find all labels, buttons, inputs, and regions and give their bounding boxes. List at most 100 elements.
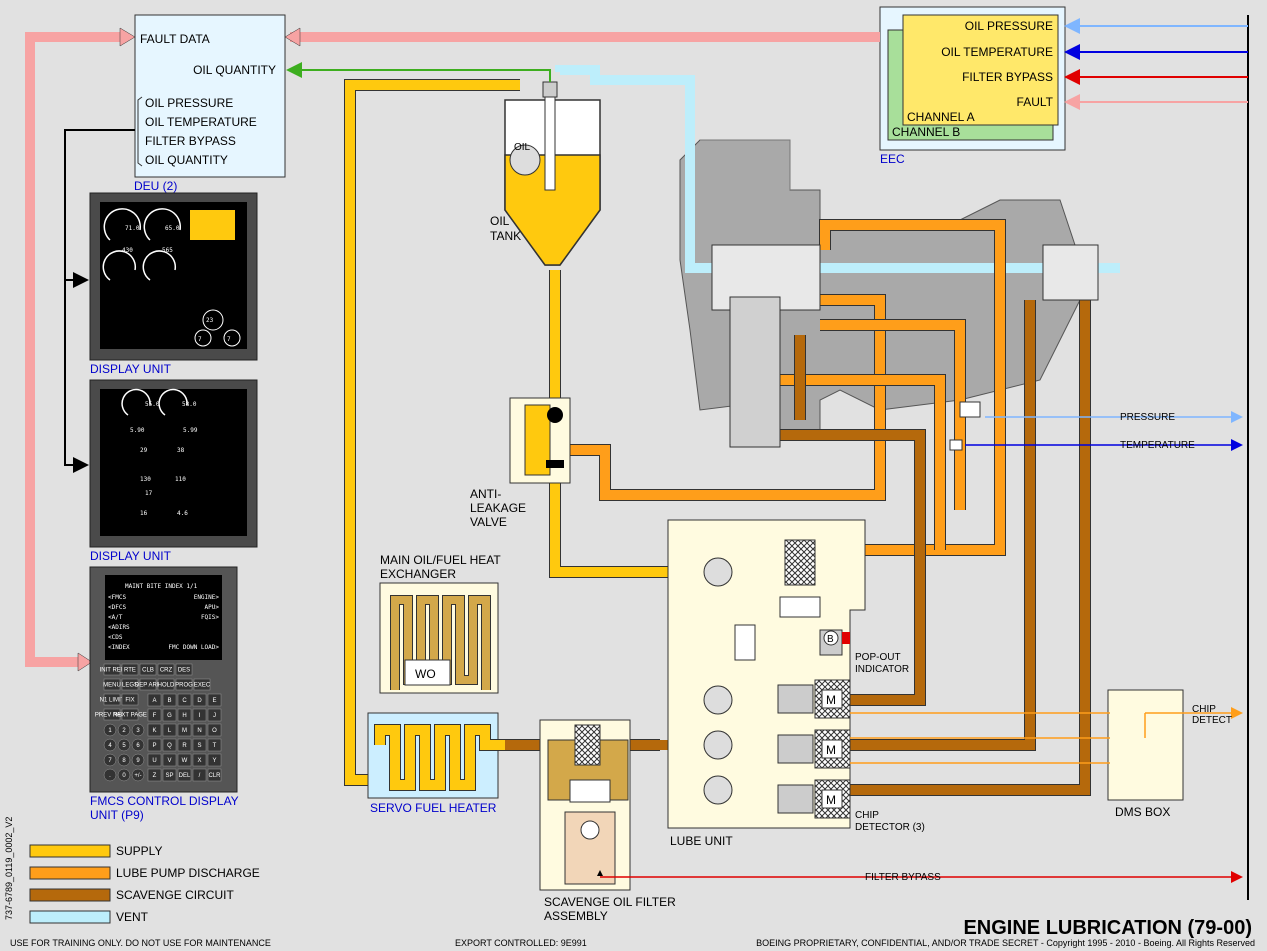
cdu-number-key-label: 0 (122, 773, 126, 779)
cdu-letter-key[interactable] (177, 723, 192, 737)
fmcs-label-2: UNIT (P9) (90, 808, 144, 822)
cdu-letter-key[interactable] (162, 723, 177, 737)
cdu-letter-key[interactable] (207, 768, 222, 782)
cdu-letter-key[interactable] (192, 753, 207, 767)
footer-center: EXPORT CONTROLLED: 9E991 (455, 938, 587, 948)
cdu-function-key[interactable] (103, 693, 121, 706)
du1-readout-2: 65.0 (165, 225, 180, 232)
scavenge-lines (505, 300, 1091, 796)
cdu-function-key-label: EXEC (194, 683, 211, 689)
legend-label-scavenge: SCAVENGE CIRCUIT (116, 888, 234, 902)
cdu-letter-key[interactable] (162, 768, 177, 782)
fmcs-label-1: FMCS CONTROL DISPLAY (90, 794, 239, 808)
cdu-number-key[interactable] (131, 753, 145, 767)
cdu-right-item[interactable]: FQIS> (201, 614, 219, 621)
du2-readout-9: 17 (145, 490, 153, 497)
cdu-right-item[interactable]: ENGINE> (194, 594, 220, 601)
cdu-number-key[interactable] (131, 723, 145, 737)
cdu-number-key-label: 9 (136, 758, 140, 764)
display-unit-upper (89, 192, 258, 361)
cdu-letter-key[interactable] (162, 753, 177, 767)
cdu-number-key[interactable] (131, 738, 145, 752)
cdu-number-key[interactable] (103, 768, 117, 782)
cdu-letter-key[interactable] (162, 738, 177, 752)
cdu-number-key[interactable] (103, 738, 117, 752)
cdu-letter-key-label: SP (165, 773, 173, 779)
cdu-letter-key-label: Q (167, 743, 172, 749)
cdu-left-item[interactable]: <INDEX (108, 644, 130, 651)
cdu-function-key[interactable] (157, 678, 175, 691)
cdu-letter-key[interactable] (207, 708, 222, 722)
oil-tank-label-2: TANK (490, 229, 521, 243)
cdu-left-item[interactable]: <DFCS (108, 604, 126, 611)
cdu-number-key[interactable] (117, 753, 131, 767)
cdu-letter-key[interactable] (177, 708, 192, 722)
cdu-letter-key[interactable] (177, 768, 192, 782)
cdu-letter-key[interactable] (177, 738, 192, 752)
eec-title: EEC (880, 152, 905, 166)
cdu-letter-key[interactable] (162, 708, 177, 722)
cdu-left-item[interactable]: <ADIRS (108, 624, 130, 631)
cdu-letter-key[interactable] (192, 708, 207, 722)
cdu-number-key[interactable] (131, 768, 145, 782)
cdu-function-key[interactable] (121, 708, 139, 721)
motor-label-2: M (826, 743, 836, 757)
cdu-right-item[interactable]: FMC DOWN LOAD> (168, 644, 219, 651)
cdu-letter-key[interactable] (207, 693, 222, 707)
cdu-function-key[interactable] (139, 678, 157, 691)
servo-fuel-heater (367, 712, 505, 799)
cdu-function-key[interactable] (103, 708, 121, 721)
cdu-letter-key[interactable] (147, 723, 162, 737)
cdu-letter-key[interactable] (177, 693, 192, 707)
cdu-letter-key[interactable] (192, 693, 207, 707)
cdu-letter-key[interactable] (192, 723, 207, 737)
cdu-left-item[interactable]: <A/T (108, 614, 123, 621)
cdu-letter-key[interactable] (192, 768, 207, 782)
cdu-number-key[interactable] (117, 723, 131, 737)
cdu-function-key[interactable] (121, 678, 139, 691)
eec-channel-b: CHANNEL B (892, 125, 960, 139)
legend: SUPPLY LUBE PUMP DISCHARGE SCAVENGE CIRC… (29, 844, 260, 924)
cdu-letter-key-label: U (152, 758, 156, 764)
chip-detector-motors: M M M (777, 679, 851, 819)
cdu-letter-key[interactable] (147, 738, 162, 752)
cdu-left-item[interactable]: <FMCS (108, 594, 126, 601)
cdu-letter-key-label: W (182, 758, 188, 764)
dms-box-label: DMS BOX (1115, 805, 1170, 819)
cdu-letter-key[interactable] (207, 753, 222, 767)
cdu-letter-key[interactable] (147, 708, 162, 722)
cdu-letter-key[interactable] (207, 738, 222, 752)
cdu-letter-key[interactable] (147, 753, 162, 767)
cdu-function-key-label: N1 LIMIT (100, 698, 125, 704)
cdu-letter-key[interactable] (192, 738, 207, 752)
cdu-function-key[interactable] (103, 678, 121, 691)
cdu-number-key[interactable] (103, 753, 117, 767)
anti-leakage-valve (509, 397, 571, 484)
cdu-letter-key[interactable] (147, 768, 162, 782)
oil-tank-label-1: OIL (490, 214, 510, 228)
deu-box (134, 14, 286, 178)
cdu-number-key[interactable] (117, 768, 131, 782)
cdu-letter-key[interactable] (147, 693, 162, 707)
cdu-left-item[interactable]: <CDS (108, 634, 123, 641)
cdu-right-item[interactable]: APU> (205, 604, 220, 611)
cdu-letter-key[interactable] (177, 753, 192, 767)
heat-exchanger: WO (379, 582, 499, 694)
cdu-letter-key[interactable] (162, 693, 177, 707)
cdu-function-key[interactable] (157, 663, 175, 676)
cdu-function-key[interactable] (139, 663, 157, 676)
cdu-function-key[interactable] (193, 678, 211, 691)
cdu-letter-key[interactable] (207, 723, 222, 737)
cdu-function-key[interactable] (121, 663, 139, 676)
cdu-number-key[interactable] (117, 738, 131, 752)
cdu-function-key[interactable] (175, 663, 193, 676)
anti-leakage-label-2: LEAKAGE (470, 501, 526, 515)
cdu-number-key[interactable] (103, 723, 117, 737)
chip-signal-lines (850, 713, 1240, 764)
cdu-function-key[interactable] (175, 678, 193, 691)
legend-swatch-scavenge (29, 888, 111, 902)
cdu-function-key[interactable] (121, 693, 139, 706)
cdu-function-key[interactable] (103, 663, 121, 676)
